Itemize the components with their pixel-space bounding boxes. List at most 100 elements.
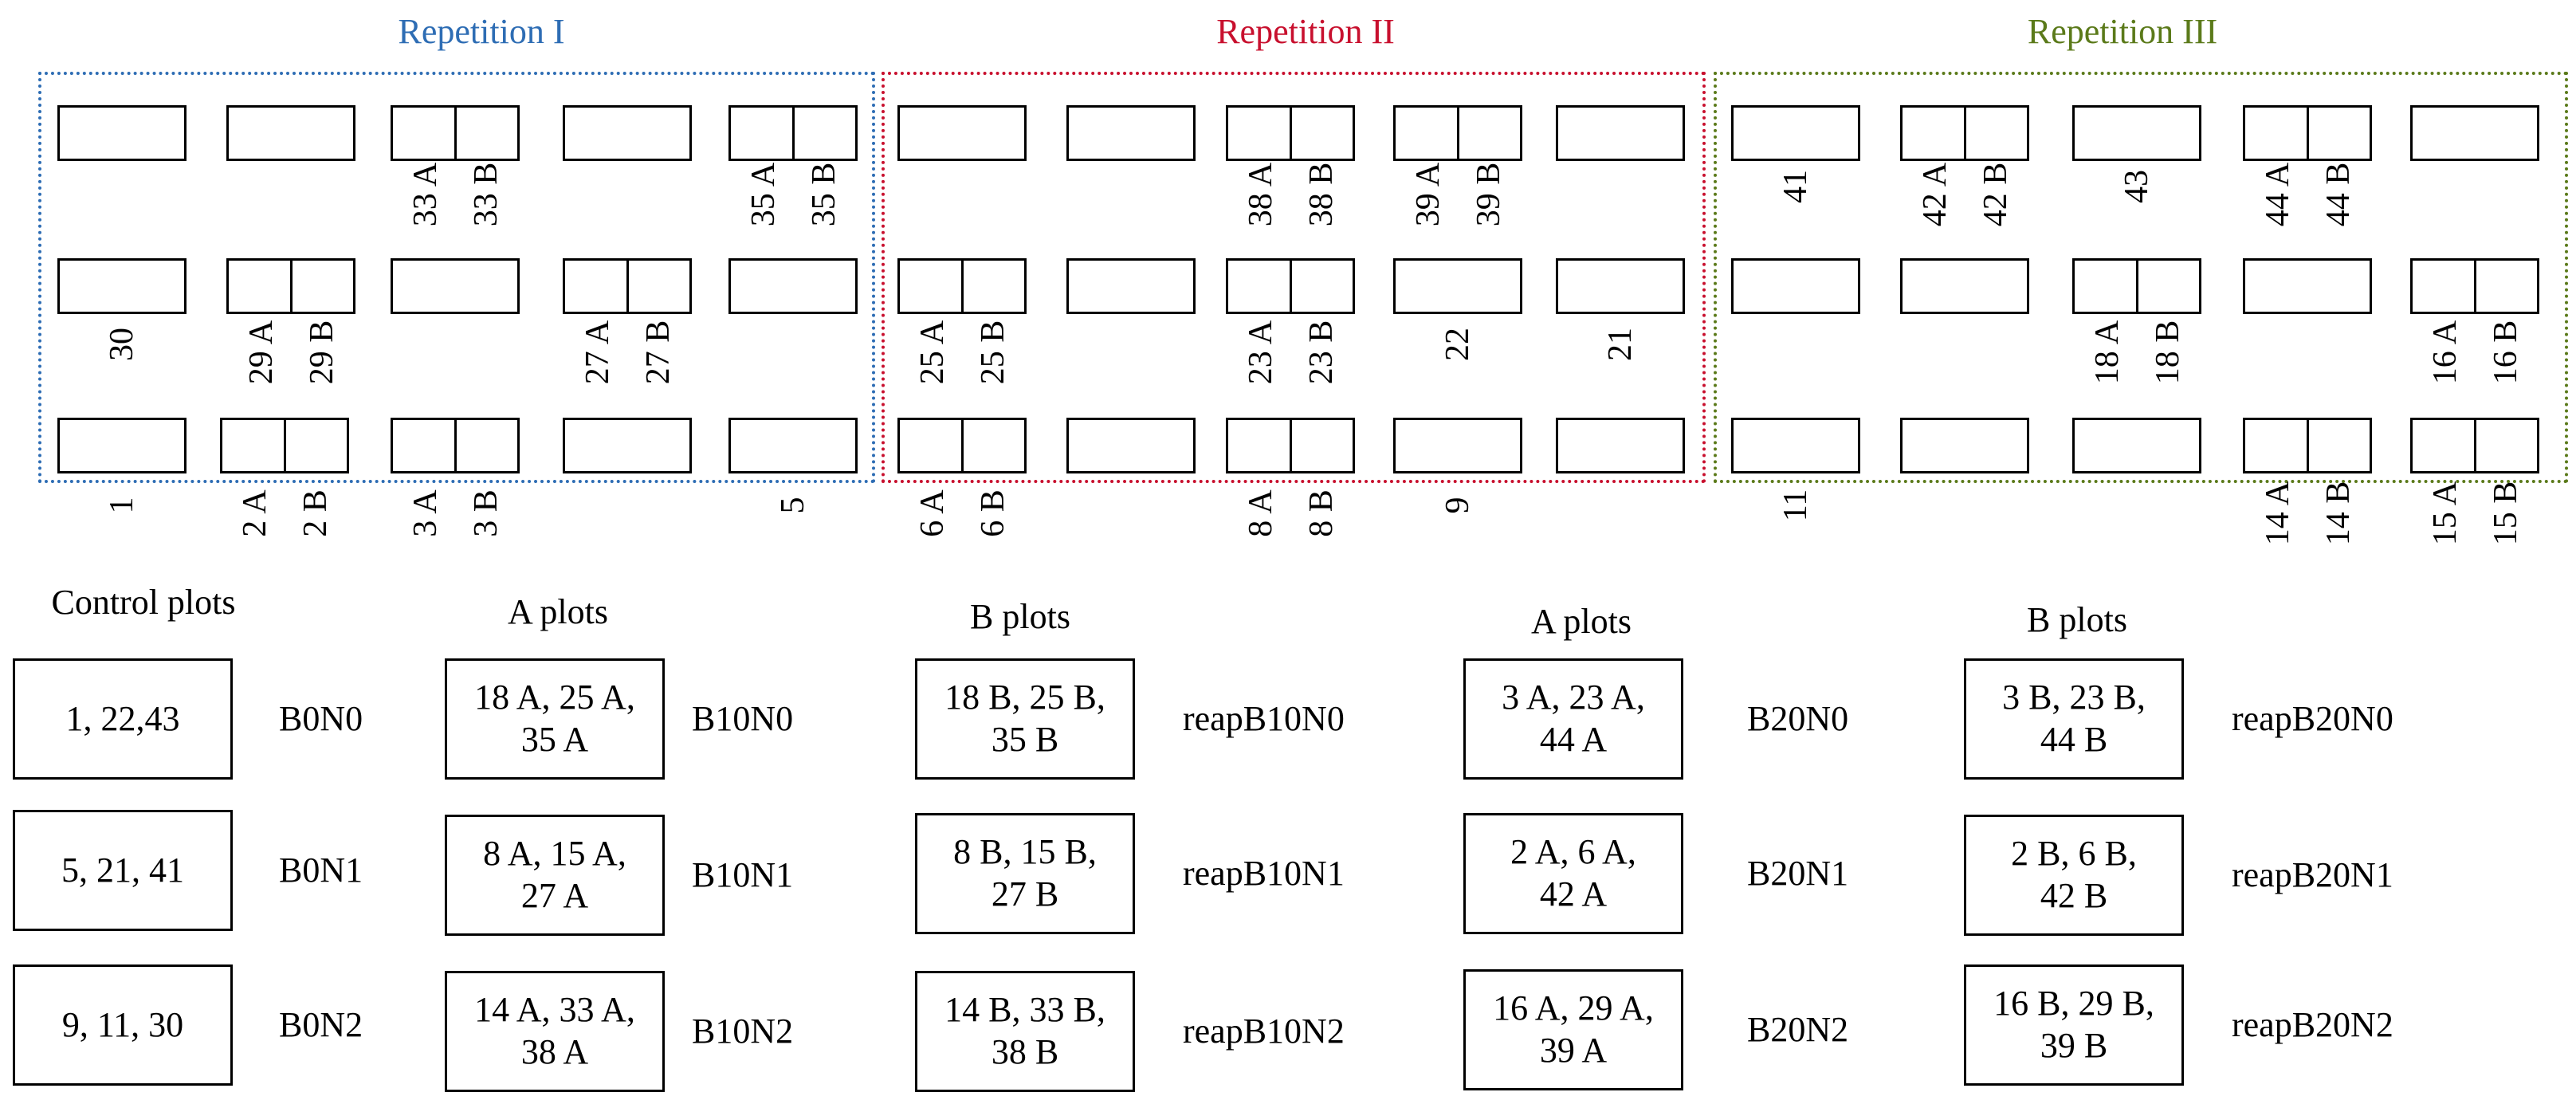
plot [2410,105,2539,161]
plot-label: 22 [1439,328,1476,361]
repetition-region [38,72,875,483]
split-plot [391,105,520,161]
plot-label: 33 A [406,162,444,227]
plot [2072,105,2201,161]
treatment-code: reapB20N2 [2232,1005,2393,1044]
plot-label: 30 [104,328,140,361]
plot [226,105,355,161]
plot-label: 6 A [913,489,951,537]
treatment-code: reapB10N1 [1183,854,1345,893]
repetition-title: Repetition I [398,12,565,51]
subplot-divider [454,420,457,471]
plot-label: 14 A [2259,481,2296,546]
plot-label: 11 [1777,489,1814,522]
plot [897,105,1027,161]
split-plot [2072,258,2201,314]
treatment-plot-group: 18 B, 25 B, 35 B [915,658,1135,780]
subplot-divider [791,108,795,159]
treatment-plot-group: 8 A, 15 A, 27 A [445,815,665,936]
plot-label: 27 A [579,320,616,385]
treatment-code: reapB20N1 [2232,855,2393,894]
repetition-region [882,72,1706,483]
subplot-divider [626,261,629,312]
treatment-code: reapB10N0 [1183,699,1345,738]
plot-label: 29 B [303,320,340,385]
plot [1731,418,1860,473]
plot-label: 29 A [242,320,280,385]
subplot-divider [1963,108,1966,159]
treatment-code: reapB10N2 [1183,1012,1345,1051]
subplot-divider [960,420,964,471]
treatment-code: B10N2 [692,1012,794,1051]
plot-label: 1 [104,497,140,514]
treatment-code: reapB20N0 [2232,699,2393,738]
plot-label: 21 [1602,328,1639,361]
subplot-divider [1289,261,1292,312]
plot [57,258,187,314]
subplot-divider [2473,420,2476,471]
plot-label: 5 [775,497,811,514]
plot-label: 38 A [1242,162,1279,227]
plot [1900,418,2029,473]
plot-label: 2 B [296,489,334,537]
plot-label: 41 [1777,170,1814,203]
plot-label: 3 A [406,489,444,537]
treatment-plot-group: 16 B, 29 B, 39 B [1964,964,2184,1086]
plot-label: 42 B [1977,162,2014,227]
treatment-plot-group: 1, 22,43 [13,658,233,780]
plot [1556,258,1685,314]
plot-label: 23 B [1302,320,1340,385]
plot [2243,258,2372,314]
treatment-code: B20N0 [1747,699,1849,738]
subplot-divider [1289,108,1292,159]
plot [1900,258,2029,314]
plot-label: 44 A [2259,162,2296,227]
split-plot [1900,105,2029,161]
plot-label: 3 B [467,489,505,537]
split-plot [391,418,520,473]
legend-header: B plots [2027,600,2127,639]
split-plot [220,418,349,473]
plot-label: 35 A [744,162,782,227]
plot [1393,418,1522,473]
subplot-divider [2306,420,2309,471]
subplot-divider [2473,261,2476,312]
plot [1556,418,1685,473]
repetition-title: Repetition III [2027,12,2218,51]
treatment-plot-group: 2 A, 6 A, 42 A [1463,813,1683,934]
plot-label: 15 A [2426,481,2464,546]
legend-header: B plots [970,597,1070,636]
plot-label: 33 B [467,162,505,227]
plot-label: 25 B [974,320,1011,385]
plot [391,258,520,314]
split-plot [897,418,1027,473]
plot-label: 25 A [913,320,951,385]
plot-label: 39 B [1470,162,1507,227]
plot-label: 16 B [2487,320,2524,385]
subplot-divider [289,261,293,312]
subplot-divider [2306,108,2309,159]
plot [1731,258,1860,314]
split-plot [728,105,858,161]
treatment-plot-group: 9, 11, 30 [13,964,233,1086]
treatment-code: B0N2 [279,1005,363,1044]
plot [728,258,858,314]
plot [563,418,692,473]
plot-label: 16 A [2426,320,2464,385]
split-plot [2410,258,2539,314]
plot [1066,105,1196,161]
treatment-code: B0N0 [279,699,363,738]
split-plot [563,258,692,314]
treatment-plot-group: 3 A, 23 A, 44 A [1463,658,1683,780]
plot [563,105,692,161]
legend-header: A plots [1531,602,1632,641]
plot-label: 8 B [1302,489,1340,537]
plot-label: 14 B [2319,481,2357,546]
plot-label: 42 A [1916,162,1954,227]
plot [728,418,858,473]
plot-label: 2 A [236,489,273,537]
plot-label: 9 [1439,497,1476,514]
plot [1066,418,1196,473]
subplot-divider [960,261,964,312]
subplot-divider [1289,420,1292,471]
